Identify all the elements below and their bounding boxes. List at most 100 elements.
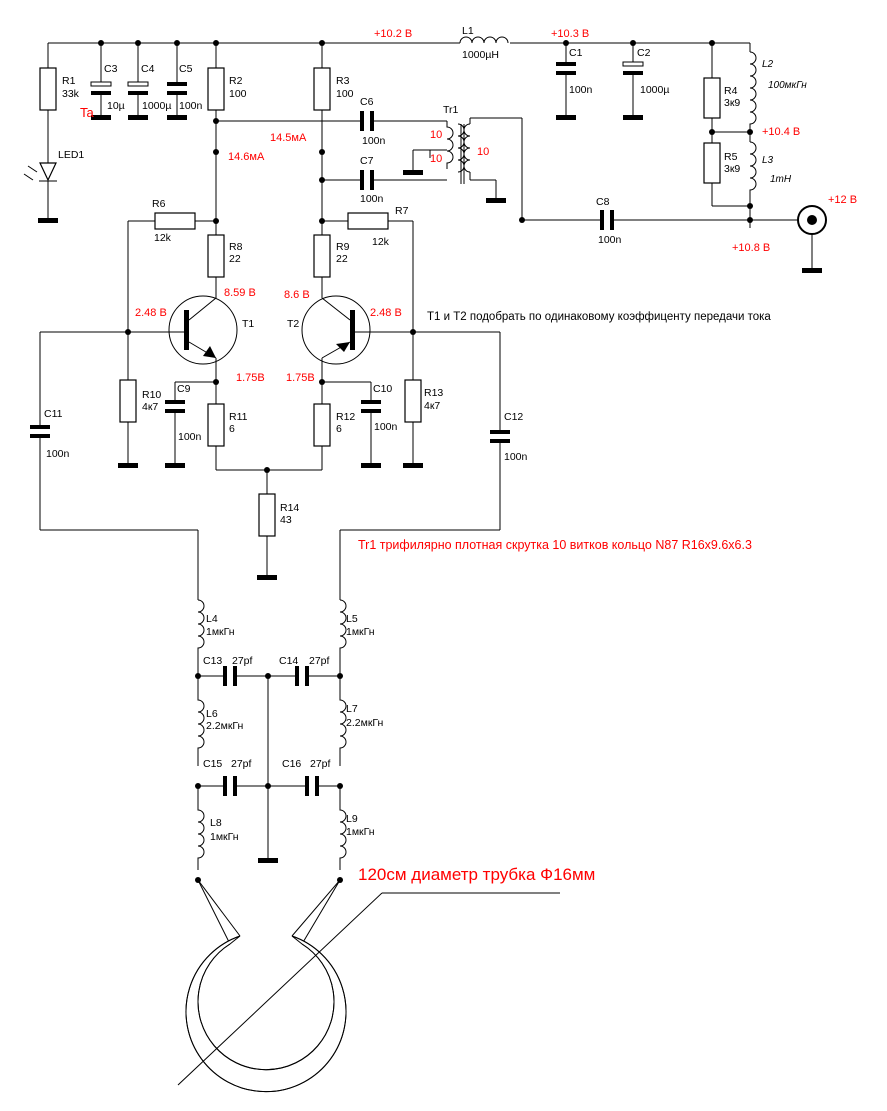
transformer-Tr1: Tr1 10 10 10 (403, 104, 525, 223)
svg-text:100n: 100n (504, 451, 528, 463)
svg-text:12k: 12k (154, 232, 172, 244)
svg-text:L7: L7 (346, 703, 358, 715)
svg-text:8.6 В: 8.6 В (284, 289, 310, 301)
svg-text:27pf: 27pf (309, 655, 330, 667)
svg-text:100n: 100n (46, 448, 70, 460)
note-transistor-match: T1 и T2 подобрать по одинаковому коэффиц… (427, 311, 771, 323)
svg-text:T1: T1 (242, 318, 254, 330)
svg-text:100n: 100n (179, 100, 203, 112)
svg-text:8.59 В: 8.59 В (224, 287, 256, 299)
svg-text:10: 10 (430, 129, 442, 141)
svg-text:+10.4 В: +10.4 В (762, 126, 800, 138)
svg-text:LED1: LED1 (58, 149, 84, 161)
svg-text:10: 10 (477, 146, 489, 158)
svg-text:2.48 В: 2.48 В (135, 307, 167, 319)
svg-text:100: 100 (229, 88, 247, 100)
resistor-R14: R14 43 (216, 467, 322, 580)
svg-text:T2: T2 (287, 318, 299, 330)
svg-text:R10: R10 (142, 389, 161, 401)
svg-text:C10: C10 (373, 383, 392, 395)
inductor-L8: L8 1мкГн (197, 786, 239, 870)
resistor-R8: R8 22 (207, 234, 243, 298)
resistor-R10: R10 4к7 (118, 332, 161, 468)
svg-text:L4: L4 (206, 613, 218, 625)
svg-text:1000µ: 1000µ (142, 100, 171, 112)
svg-text:4к7: 4к7 (142, 401, 158, 413)
svg-text:C7: C7 (360, 155, 374, 167)
svg-text:C1: C1 (569, 47, 583, 59)
svg-text:C13: C13 (203, 655, 222, 667)
svg-text:1мкГн: 1мкГн (346, 626, 375, 638)
capacitor-C12: C12 100n (339, 331, 528, 600)
svg-text:R11: R11 (229, 411, 248, 423)
svg-text:1mH: 1mH (770, 174, 792, 185)
note-transformer: Tr1 трифилярно плотная скрутка 10 витков… (358, 538, 752, 552)
svg-text:1мкГн: 1мкГн (206, 626, 235, 638)
svg-text:3к9: 3к9 (724, 163, 740, 175)
svg-text:10µ: 10µ (107, 100, 125, 112)
svg-text:33k: 33k (62, 88, 80, 100)
svg-text:L8: L8 (210, 817, 222, 829)
svg-text:R9: R9 (336, 241, 350, 253)
svg-text:C9: C9 (177, 383, 191, 395)
svg-text:6: 6 (229, 423, 235, 435)
svg-text:R8: R8 (229, 241, 243, 253)
resistor-R4: R4 3к9 (703, 43, 740, 143)
svg-text:L1: L1 (462, 25, 474, 37)
resistor-R7: R7 12k (322, 205, 414, 332)
capacitor-C6: C6 100n (216, 96, 447, 147)
svg-text:Tr1: Tr1 (443, 104, 459, 116)
inductor-L7: L7 2.2мкГн (339, 676, 384, 766)
inductor-L2: L2 100мкГн (749, 43, 807, 132)
svg-text:C3: C3 (104, 63, 118, 75)
svg-text:22: 22 (229, 253, 241, 265)
resistor-R11: R11 6 (207, 382, 248, 470)
capacitor-C13: C13 27pf (198, 655, 268, 686)
capacitor-C16: C16 27pf (268, 758, 340, 796)
inductor-L5: L5 1мкГн (339, 599, 375, 676)
capacitor-C3: C3 10µ Ta (80, 43, 125, 120)
inductor-L3: L3 1mH (749, 132, 792, 228)
svg-text:12k: 12k (372, 236, 390, 248)
capacitor-C9: C9 100n (165, 381, 216, 468)
svg-text:L6: L6 (206, 708, 218, 720)
resistor-R5: R5 3к9 (703, 142, 750, 207)
svg-text:100n: 100n (178, 431, 202, 443)
svg-text:2.2мкГн: 2.2мкГн (206, 720, 244, 732)
svg-text:2.2мкГн: 2.2мкГн (346, 717, 384, 729)
svg-text:C14: C14 (279, 655, 298, 667)
svg-text:2.48 В: 2.48 В (370, 307, 402, 319)
capacitor-C15: C15 27pf (198, 758, 268, 796)
svg-text:100n: 100n (362, 135, 386, 147)
svg-text:C6: C6 (360, 96, 374, 108)
resistor-R2: R2 100 (207, 43, 247, 235)
capacitor-C2: C2 1000µ (622, 43, 669, 120)
resistor-R6: R6 12k (127, 198, 216, 332)
svg-text:1.75В: 1.75В (286, 372, 315, 384)
capacitor-C14: C14 27pf (268, 655, 340, 686)
svg-text:1000µ: 1000µ (640, 84, 669, 96)
svg-text:L2: L2 (762, 59, 774, 70)
svg-text:L5: L5 (346, 613, 358, 625)
resistor-R3: R3 100 (313, 43, 354, 235)
svg-text:Ta: Ta (80, 105, 95, 120)
capacitor-C4: C4 1000µ (127, 43, 171, 120)
svg-text:+12 В: +12 В (828, 194, 857, 206)
svg-text:R3: R3 (336, 75, 350, 87)
svg-text:4к7: 4к7 (424, 400, 440, 412)
capacitor-C10: C10 100n (322, 381, 398, 468)
svg-text:C8: C8 (596, 196, 610, 208)
supply-rail (48, 40, 750, 46)
svg-text:L9: L9 (346, 813, 358, 825)
svg-text:C2: C2 (637, 47, 651, 59)
svg-text:R12: R12 (336, 411, 355, 423)
svg-text:100n: 100n (360, 193, 384, 205)
svg-text:R2: R2 (229, 75, 243, 87)
led-LED1: LED1 (23, 149, 84, 223)
inductor-L1: L1 1000µH (459, 25, 509, 61)
svg-text:R13: R13 (424, 387, 443, 399)
svg-text:27pf: 27pf (310, 758, 331, 770)
svg-text:14.6мА: 14.6мА (228, 151, 265, 163)
svg-text:100n: 100n (598, 234, 622, 246)
loop-antenna (177, 879, 560, 1093)
